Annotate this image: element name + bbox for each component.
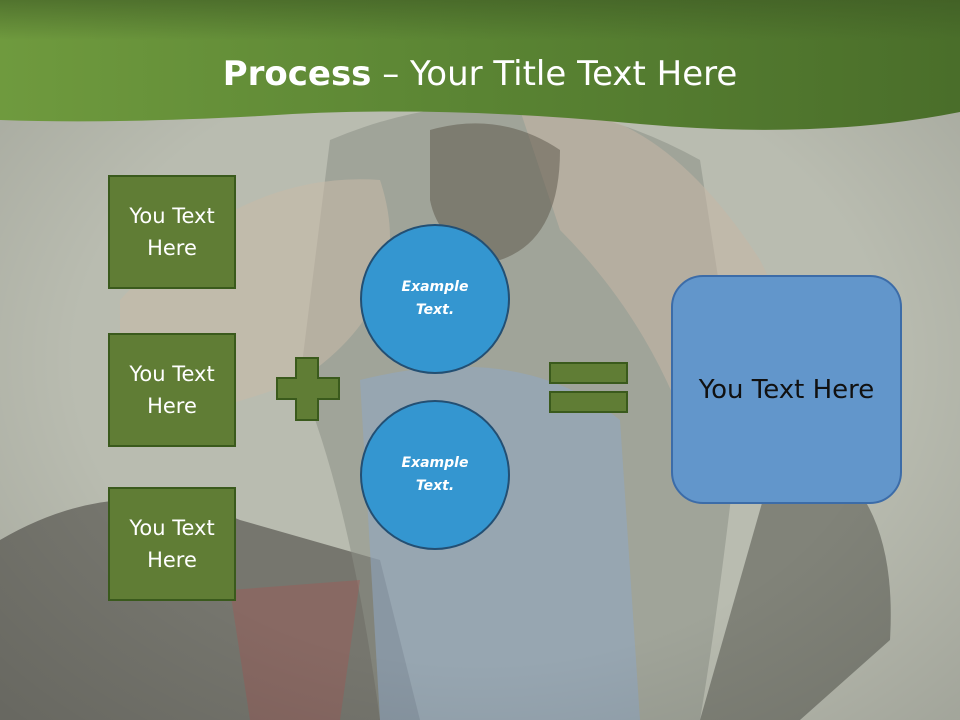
slide-title: Process – Your Title Text Here — [0, 52, 960, 96]
plus-icon — [276, 357, 340, 421]
title-bold: Process — [222, 54, 372, 94]
text-box-2: You Text Here — [108, 333, 236, 447]
example-circle-1: Example Text. — [360, 224, 510, 374]
text-box-3: You Text Here — [108, 487, 236, 601]
example-circle-2: Example Text. — [360, 400, 510, 550]
text-box-1: You Text Here — [108, 175, 236, 289]
title-rest: – Your Title Text Here — [371, 54, 738, 94]
result-box: You Text Here — [671, 275, 902, 504]
equals-icon — [549, 362, 628, 413]
